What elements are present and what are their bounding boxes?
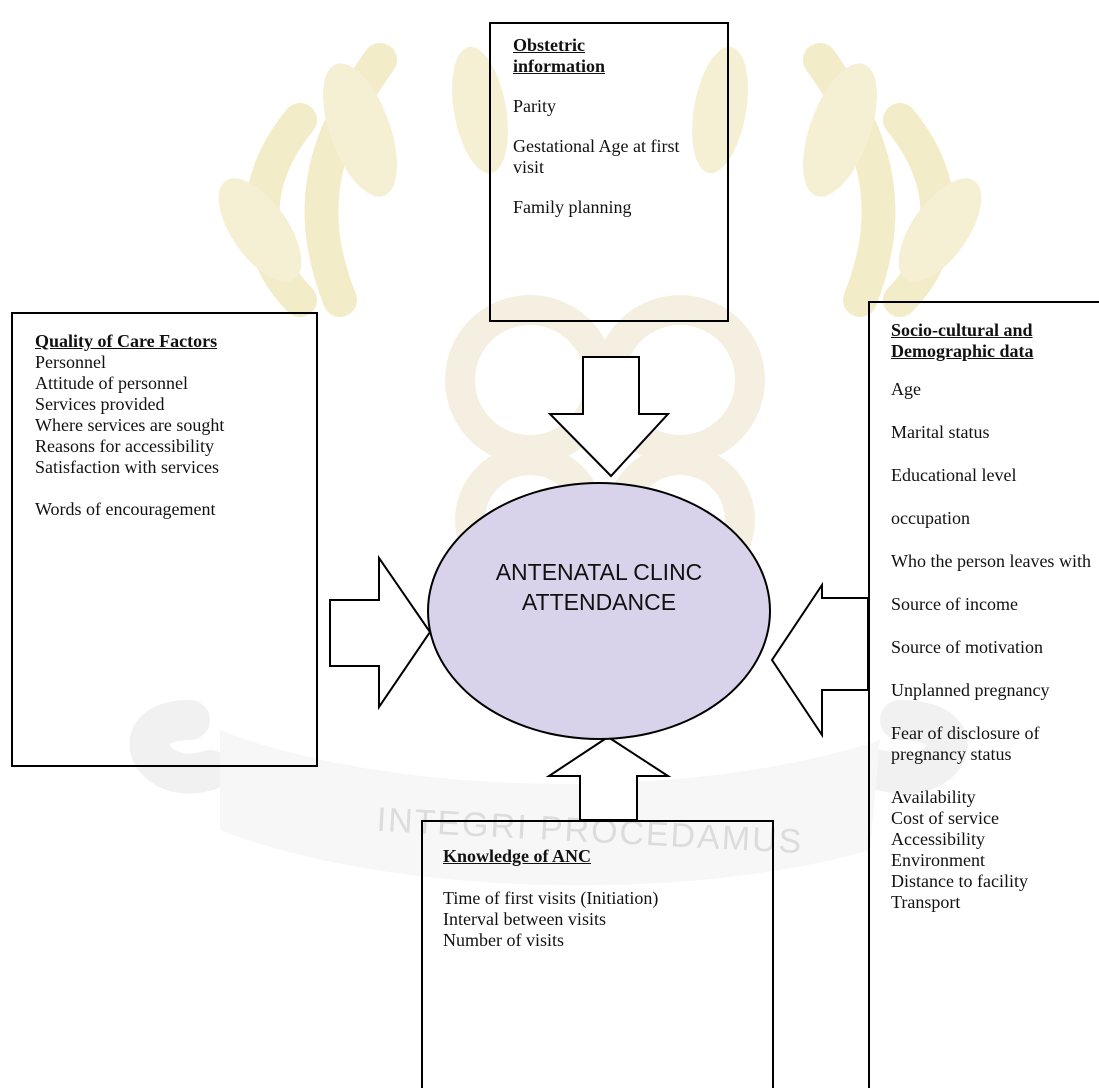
knowledge-item: Number of visits (443, 930, 564, 950)
quality-of-care-box: Quality of Care Factors Personnel Attitu… (11, 312, 318, 767)
socio-item: Marital status (891, 422, 990, 442)
obstetric-item: Family planning (513, 197, 632, 217)
quality-item: Attitude of personnel (35, 373, 188, 393)
socio-item: Fear of disclosure of pregnancy status (891, 723, 1040, 764)
socio-title: Socio-cultural and Demographic data (891, 320, 1099, 362)
socio-item: Cost of service (891, 808, 999, 828)
obstetric-title: Obstetric information (513, 35, 707, 77)
socio-item: Who the person leaves with (891, 551, 1091, 571)
socio-item: Source of income (891, 594, 1018, 614)
center-label-line-2: ATTENDANCE (521, 589, 677, 615)
obstetric-item: Gestational Age at first visit (513, 136, 680, 177)
knowledge-item: Time of first visits (Initiation) (443, 888, 659, 908)
antenatal-attendance-ellipse (427, 482, 771, 740)
socio-item: Environment (891, 850, 985, 870)
socio-item: Source of motivation (891, 637, 1043, 657)
quality-item: Words of encouragement (35, 499, 216, 519)
knowledge-of-anc-box: Knowledge of ANC Time of first visits (I… (421, 820, 774, 1088)
socio-item: Transport (891, 892, 961, 912)
obstetric-item: Parity (513, 96, 556, 116)
antenatal-attendance-label: ANTENATAL CLINC ATTENDANCE (427, 557, 771, 617)
socio-item: Educational level (891, 465, 1017, 485)
quality-item: Personnel (35, 352, 106, 372)
socio-title-line-2: Demographic data (891, 341, 1034, 361)
quality-item: Reasons for accessibility (35, 436, 214, 456)
socio-item: Unplanned pregnancy (891, 680, 1050, 700)
socio-cultural-demographic-box: Socio-cultural and Demographic data Age … (868, 301, 1099, 1088)
obstetric-title-line-1: Obstetric (513, 35, 585, 55)
knowledge-item: Interval between visits (443, 909, 606, 929)
quality-item: Services provided (35, 394, 165, 414)
quality-item: Satisfaction with services (35, 457, 219, 477)
socio-item: Distance to facility (891, 871, 1028, 891)
obstetric-information-box: Obstetric information Parity Gestational… (489, 22, 729, 322)
socio-title-line-1: Socio-cultural and (891, 320, 1033, 340)
socio-item: Age (891, 379, 921, 399)
socio-item: Availability (891, 787, 976, 807)
knowledge-title: Knowledge of ANC (443, 846, 591, 866)
socio-item: Accessibility (891, 829, 985, 849)
quality-title: Quality of Care Factors (35, 331, 218, 351)
quality-item: Where services are sought (35, 415, 225, 435)
obstetric-title-line-2: information (513, 56, 605, 76)
socio-item: occupation (891, 508, 970, 528)
center-label-line-1: ANTENATAL CLINC (495, 559, 703, 585)
